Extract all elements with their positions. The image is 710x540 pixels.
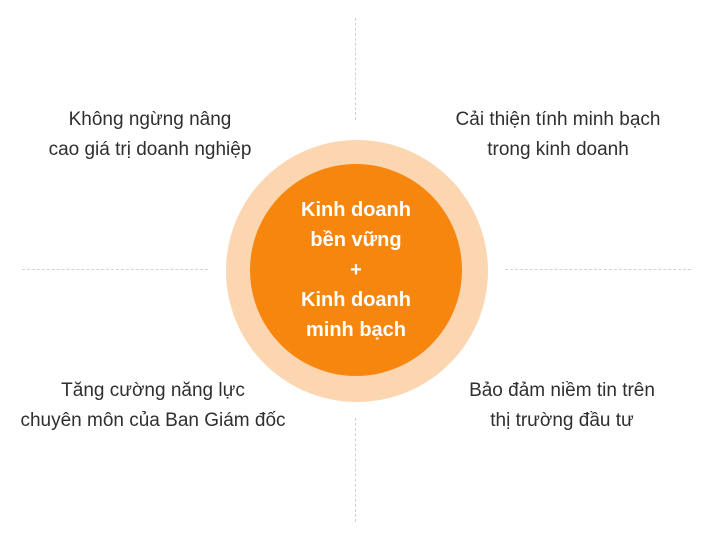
quadrant-bottom-left-line-1: Tăng cường năng lực [61, 380, 245, 401]
quadrant-top-left-line-1: Không ngừng nâng [68, 109, 232, 130]
quadrant-bottom-right-line-2: thị trường đầu tư [490, 410, 634, 431]
quadrant-top-right-line-2: trong kinh doanh [487, 139, 629, 160]
quadrant-bottom-right: Bảo đảm niềm tin trên thị trường đầu tư [432, 376, 692, 436]
center-line-3: Kinh doanh [301, 289, 411, 311]
center-line-1: Kinh doanh [301, 199, 411, 221]
center-label: Kinh doanh bền vững + Kinh doanh minh bạ… [250, 164, 462, 376]
quadrant-bottom-left: Tăng cường năng lực chuyên môn của Ban G… [0, 376, 306, 436]
quadrant-top-right-line-1: Cải thiện tính minh bạch [455, 109, 661, 130]
center-line-2: bền vững [310, 229, 402, 251]
divider-left [22, 269, 208, 270]
quadrant-bottom-right-line-1: Bảo đảm niềm tin trên [469, 380, 655, 401]
quadrant-top-left-line-2: cao giá trị doanh nghiệp [48, 139, 252, 160]
center-line-4: minh bạch [305, 319, 406, 341]
divider-top [355, 18, 356, 120]
divider-bottom [355, 418, 356, 522]
divider-right [505, 269, 691, 270]
quadrant-top-left: Không ngừng nâng cao giá trị doanh nghiệ… [20, 105, 280, 165]
center-circle [250, 164, 462, 376]
center-plus: + [350, 259, 362, 281]
quadrant-top-right: Cải thiện tính minh bạch trong kinh doan… [428, 105, 688, 165]
quadrant-bottom-left-line-2: chuyên môn của Ban Giám đốc [20, 410, 286, 431]
